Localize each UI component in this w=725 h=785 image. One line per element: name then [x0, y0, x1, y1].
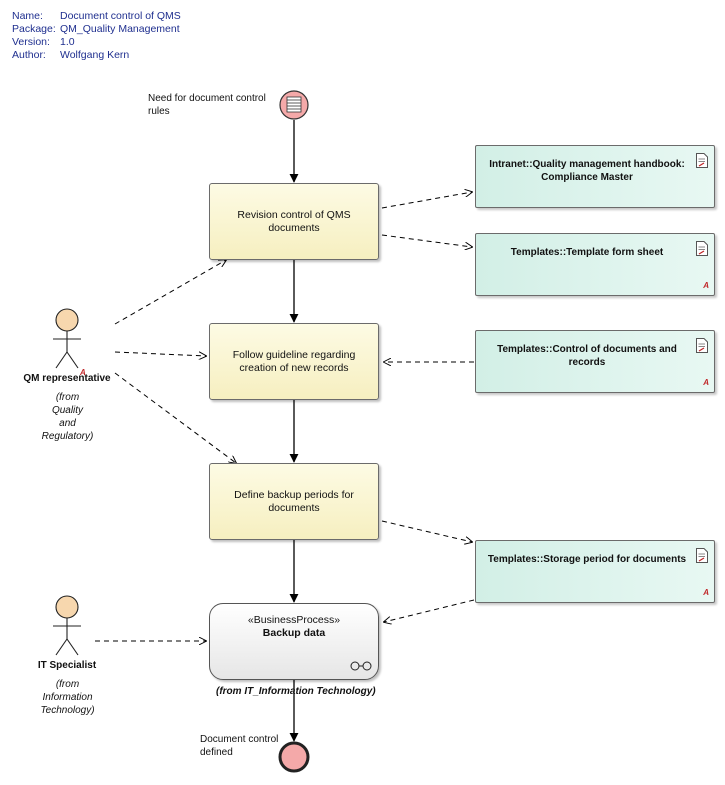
- link-icon: [350, 661, 372, 671]
- assoc-qm-to-revision: [114, 260, 226, 325]
- actor-attachment-icon: A: [80, 368, 86, 377]
- it-specialist-actor-icon: [53, 595, 81, 656]
- metadata-key: Package:: [12, 23, 56, 35]
- document-icon: [696, 153, 708, 168]
- metadata-key: Author:: [12, 49, 46, 61]
- artifact-label: Intranet::Quality management handbook: C…: [489, 159, 685, 183]
- start-event-label: Need for document control rules: [148, 93, 266, 117]
- assoc-revision-to-handbook: [381, 192, 472, 209]
- end-event: [278, 741, 310, 773]
- artifact-label: Templates::Control of documents and reco…: [497, 344, 677, 368]
- from-line: Information: [42, 692, 93, 703]
- metadata-key: Version:: [12, 36, 50, 48]
- task-label: Define backup periods for documents: [234, 488, 354, 514]
- metadata-key: Name:: [12, 10, 43, 22]
- task-label: Revision control of QMS documents: [237, 208, 351, 234]
- business-process-name: Backup data: [262, 627, 326, 639]
- actor-qm-representative-from: (from Quality and Regulatory): [20, 391, 115, 443]
- metadata-value: QM_Quality Management: [60, 23, 180, 35]
- business-process-backup-data[interactable]: «BusinessProcess» Backup data: [209, 603, 379, 680]
- artifact-label: Templates::Storage period for documents: [487, 554, 687, 565]
- artifact-control-of-documents[interactable]: Templates::Control of documents and reco…: [475, 330, 715, 393]
- document-icon: [696, 338, 708, 353]
- assoc-qm-to-backup-periods: [114, 372, 236, 463]
- document-icon: [696, 548, 708, 563]
- task-revision-control[interactable]: Revision control of QMS documents: [209, 183, 379, 260]
- task-define-backup-periods[interactable]: Define backup periods for documents: [209, 463, 379, 540]
- actor-it-specialist-name[interactable]: IT Specialist: [37, 660, 97, 671]
- artifact-template-form-sheet[interactable]: Templates::Template form sheet A: [475, 233, 715, 296]
- from-line: (from: [55, 679, 80, 690]
- artifact-storage-period[interactable]: Templates::Storage period for documents …: [475, 540, 715, 603]
- actor-qm-representative-name[interactable]: QM representative: [23, 373, 111, 384]
- from-line: (from: [55, 392, 80, 403]
- assoc-revision-to-form-sheet: [381, 234, 472, 247]
- attachment-icon: A: [703, 378, 709, 387]
- artifact-quality-handbook[interactable]: Intranet::Quality management handbook: C…: [475, 145, 715, 208]
- attachment-icon: A: [703, 281, 709, 290]
- task-label: Follow guideline regarding creation of n…: [232, 348, 356, 374]
- actor-it-specialist-from: (from Information Technology): [20, 678, 115, 717]
- assoc-qm-to-guideline: [114, 351, 206, 356]
- attachment-icon: A: [703, 588, 709, 597]
- task-follow-guideline[interactable]: Follow guideline regarding creation of n…: [209, 323, 379, 400]
- from-line: Technology): [40, 705, 95, 716]
- metadata-value: Wolfgang Kern: [60, 49, 130, 61]
- start-event: [279, 90, 309, 120]
- diagram-metadata: Name: Document control of QMS Package: QM_…: [12, 10, 181, 62]
- from-line: Quality: [51, 405, 84, 416]
- end-event-label: Document control defined: [200, 734, 279, 758]
- from-line: Regulatory): [41, 431, 94, 442]
- qm-representative-actor-icon: [53, 308, 81, 369]
- metadata-value: Document control of QMS: [60, 10, 181, 22]
- artifact-label: Templates::Template form sheet: [510, 247, 664, 258]
- document-icon: [696, 241, 708, 256]
- assoc-backup-periods-to-storage: [381, 520, 472, 542]
- assoc-storage-to-backup-data: [384, 599, 475, 622]
- metadata-value: 1.0: [60, 36, 75, 48]
- business-process-from-label: (from IT_Information Technology): [216, 686, 376, 697]
- stereotype-label: «BusinessProcess»: [247, 614, 341, 626]
- from-line: and: [59, 418, 76, 429]
